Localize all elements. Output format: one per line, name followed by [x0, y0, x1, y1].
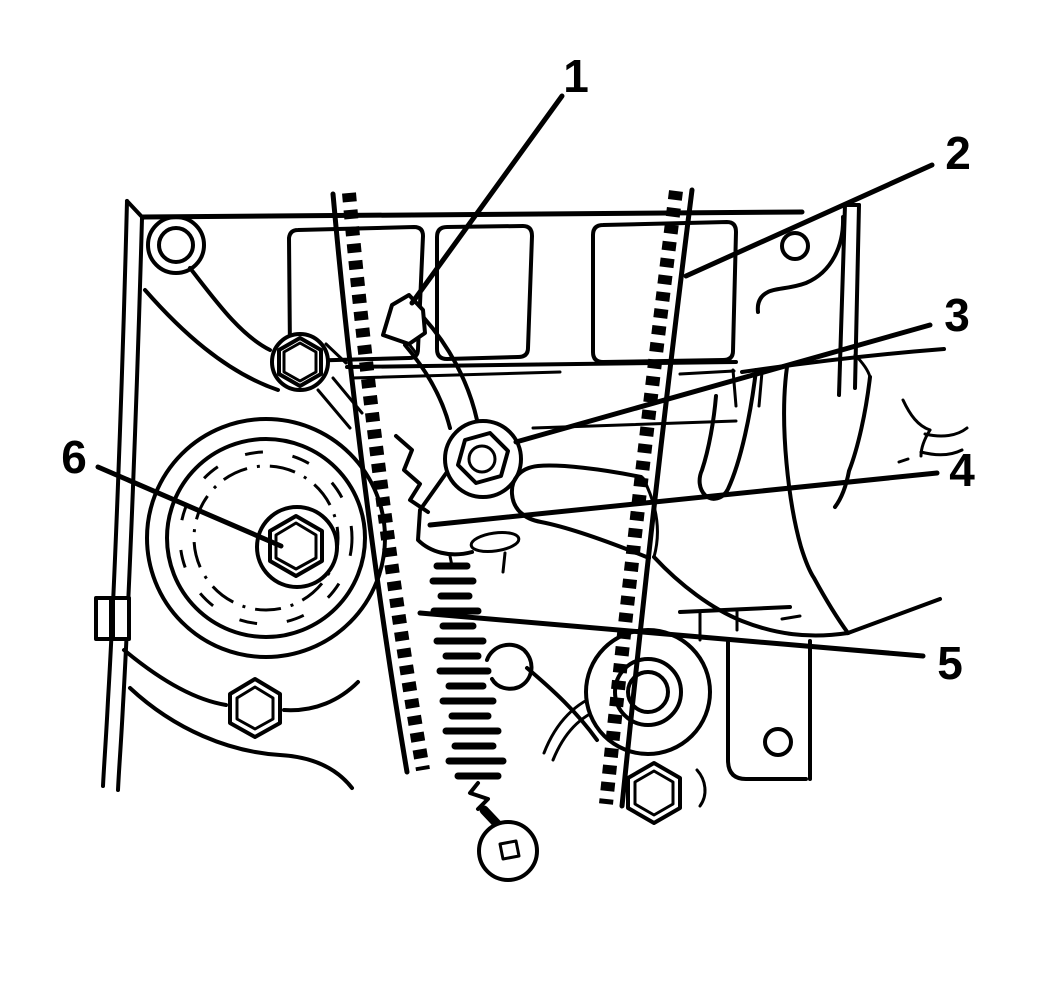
tensioner-arm-inner-edge	[403, 343, 452, 430]
idler-pulley-hub	[626, 670, 670, 714]
right-bracket-hole	[780, 231, 810, 261]
idler-pulley-ring	[613, 657, 683, 727]
block-opening-2	[435, 224, 534, 361]
band-bottom-line-2	[350, 370, 562, 380]
web-strap-upper	[188, 266, 272, 352]
tensioner-shoe	[394, 434, 430, 514]
tensioner-base-slot	[469, 530, 521, 554]
palm-bottom-edge	[652, 555, 850, 638]
belt-tensioner	[381, 293, 523, 574]
block-opening-3	[591, 220, 738, 364]
timing-belt-left-teeth	[342, 192, 430, 772]
right-bracket-hook	[755, 215, 846, 314]
engine-left-inner-edge	[116, 216, 144, 792]
callout-6: 6	[61, 431, 284, 549]
tensioner-bolt-hex	[456, 431, 510, 485]
spring-end-hook	[468, 781, 490, 811]
mid-bolt-hex-inner	[282, 341, 318, 383]
web-diag-1	[316, 388, 352, 430]
callout-4-label: 4	[949, 444, 975, 496]
hand-inner-edge	[833, 375, 872, 509]
crank-pulley-dashed-ring	[178, 450, 354, 626]
engine-top-edge	[140, 209, 805, 220]
callout-6-label: 6	[61, 431, 87, 483]
timing-belt-right-edge	[619, 187, 695, 809]
callout-4: 4	[427, 444, 975, 528]
middle-finger-edge	[782, 365, 850, 635]
knuckle-line-3	[923, 426, 969, 438]
lower-web-upper-b	[282, 680, 360, 713]
tensioner-pointer-tick	[407, 342, 418, 355]
knuckle-line-2	[919, 428, 932, 458]
callout-4-leader-line	[427, 470, 940, 528]
tensioner-base-tick	[501, 551, 507, 574]
wrist-bottom-edge	[846, 597, 942, 635]
left-line-clamp-a	[94, 596, 113, 641]
callout-5-leader-line	[417, 610, 926, 659]
thumb-outline	[509, 463, 651, 560]
spring-anchor-disc	[477, 820, 539, 882]
knuckle-line-1	[901, 398, 932, 432]
callout-3: 3	[513, 289, 970, 445]
engine-top-left-corner	[125, 199, 145, 220]
bottom-right-bracket	[726, 639, 812, 781]
lower-web-lower	[128, 686, 354, 790]
callout-3-leader-line	[513, 322, 933, 445]
callout-1-label: 1	[563, 50, 589, 102]
boss-hole-outer	[146, 215, 206, 275]
finger-crease-1	[731, 368, 738, 408]
knuckle-line-4	[919, 448, 964, 457]
band-bottom-line	[345, 360, 738, 369]
left-line-clamp-b	[111, 596, 131, 641]
tensioner-spring	[429, 554, 599, 882]
hand-top-edge	[740, 347, 946, 374]
thumb-crease	[641, 476, 659, 559]
callout-2-leader-line	[683, 162, 935, 279]
finger-crease-2	[757, 370, 764, 408]
spring-anchor-tail	[525, 666, 599, 742]
callout-2-label: 2	[945, 127, 971, 179]
tensioner-base-edge	[416, 470, 474, 557]
timing-belt-left-edge	[330, 191, 410, 775]
hand	[509, 347, 969, 638]
callout-5: 5	[417, 610, 963, 689]
tensioner-arm-outer-edge	[422, 316, 479, 422]
boss-tick-3	[780, 614, 802, 621]
spring-anchor-hook	[485, 642, 534, 691]
crank-bolt-hex-inner	[274, 521, 318, 571]
idler-bolt-mark	[695, 768, 707, 808]
timing-belt	[330, 187, 695, 809]
boss-hole-inner	[157, 226, 195, 264]
band-bottom-line-3	[678, 369, 736, 376]
tensioner-bolt-center	[467, 444, 497, 474]
crank-pulley-inner-rim	[165, 437, 367, 639]
anchor-square-hole	[498, 839, 521, 861]
callout-2: 2	[683, 127, 971, 279]
web-strap-lower	[143, 288, 280, 392]
idler-bolt-hex-inner	[633, 769, 675, 817]
bottom-right-bracket-hole	[763, 727, 793, 757]
timing-belt-right-teeth	[599, 190, 683, 805]
callouts: 1 2 3 4 5 6	[61, 50, 975, 689]
lower-left-bolt-hex-inner	[235, 685, 275, 731]
idler-pulley-outer	[584, 628, 712, 756]
callout-3-label: 3	[944, 289, 970, 341]
idler-pulley	[584, 628, 712, 825]
lower-right-boss-edge	[678, 605, 792, 614]
callout-6-leader-line	[95, 464, 284, 549]
callout-1: 1	[409, 50, 589, 306]
knuckle-line-5	[897, 457, 910, 464]
callout-5-label: 5	[937, 637, 963, 689]
web-diag-3	[324, 342, 348, 365]
callout-1-leader-line	[409, 93, 565, 306]
lower-web-upper-a	[122, 648, 228, 707]
